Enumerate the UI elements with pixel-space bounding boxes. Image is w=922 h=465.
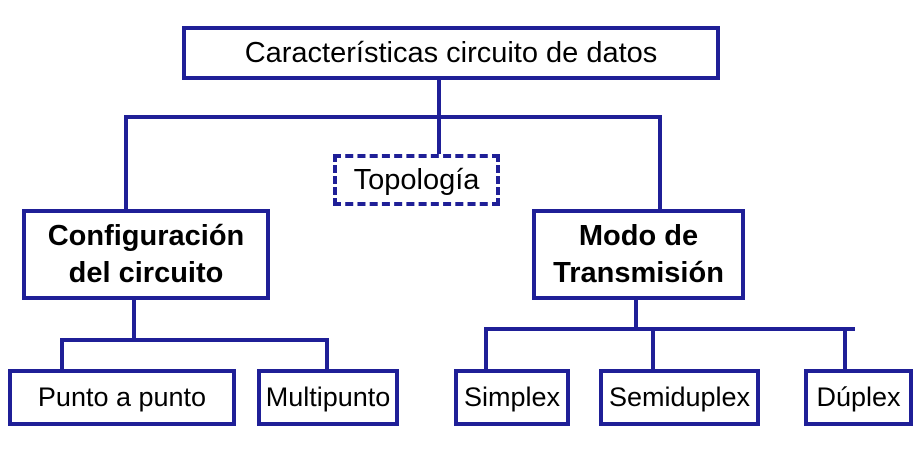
topologia-node: Topología	[333, 154, 500, 206]
modo-node: Modo de Transmisión	[532, 209, 745, 300]
semiduplex-label: Semiduplex	[608, 382, 751, 412]
duplex-node: Dúplex	[804, 369, 913, 426]
punto-a-punto-node: Punto a punto	[8, 369, 236, 426]
configuracion-label-line1: Configuración	[47, 219, 245, 252]
modo-label-line2: Transmisión	[553, 256, 724, 289]
multipunto-label: Multipunto	[265, 382, 391, 412]
semiduplex-node: Semiduplex	[599, 369, 760, 426]
configuracion-node: Configuración del circuito	[22, 209, 270, 300]
modo-label-line1: Modo de	[578, 219, 699, 252]
simplex-label: Simplex	[463, 382, 561, 412]
root-node: Características circuito de datos	[182, 26, 720, 80]
simplex-node: Simplex	[454, 369, 570, 426]
multipunto-node: Multipunto	[257, 369, 399, 426]
duplex-label: Dúplex	[816, 382, 901, 412]
configuracion-label-line2: del circuito	[68, 256, 224, 289]
root-label: Características circuito de datos	[244, 36, 658, 69]
topologia-label: Topología	[353, 163, 480, 196]
punto-a-punto-label: Punto a punto	[37, 382, 207, 412]
